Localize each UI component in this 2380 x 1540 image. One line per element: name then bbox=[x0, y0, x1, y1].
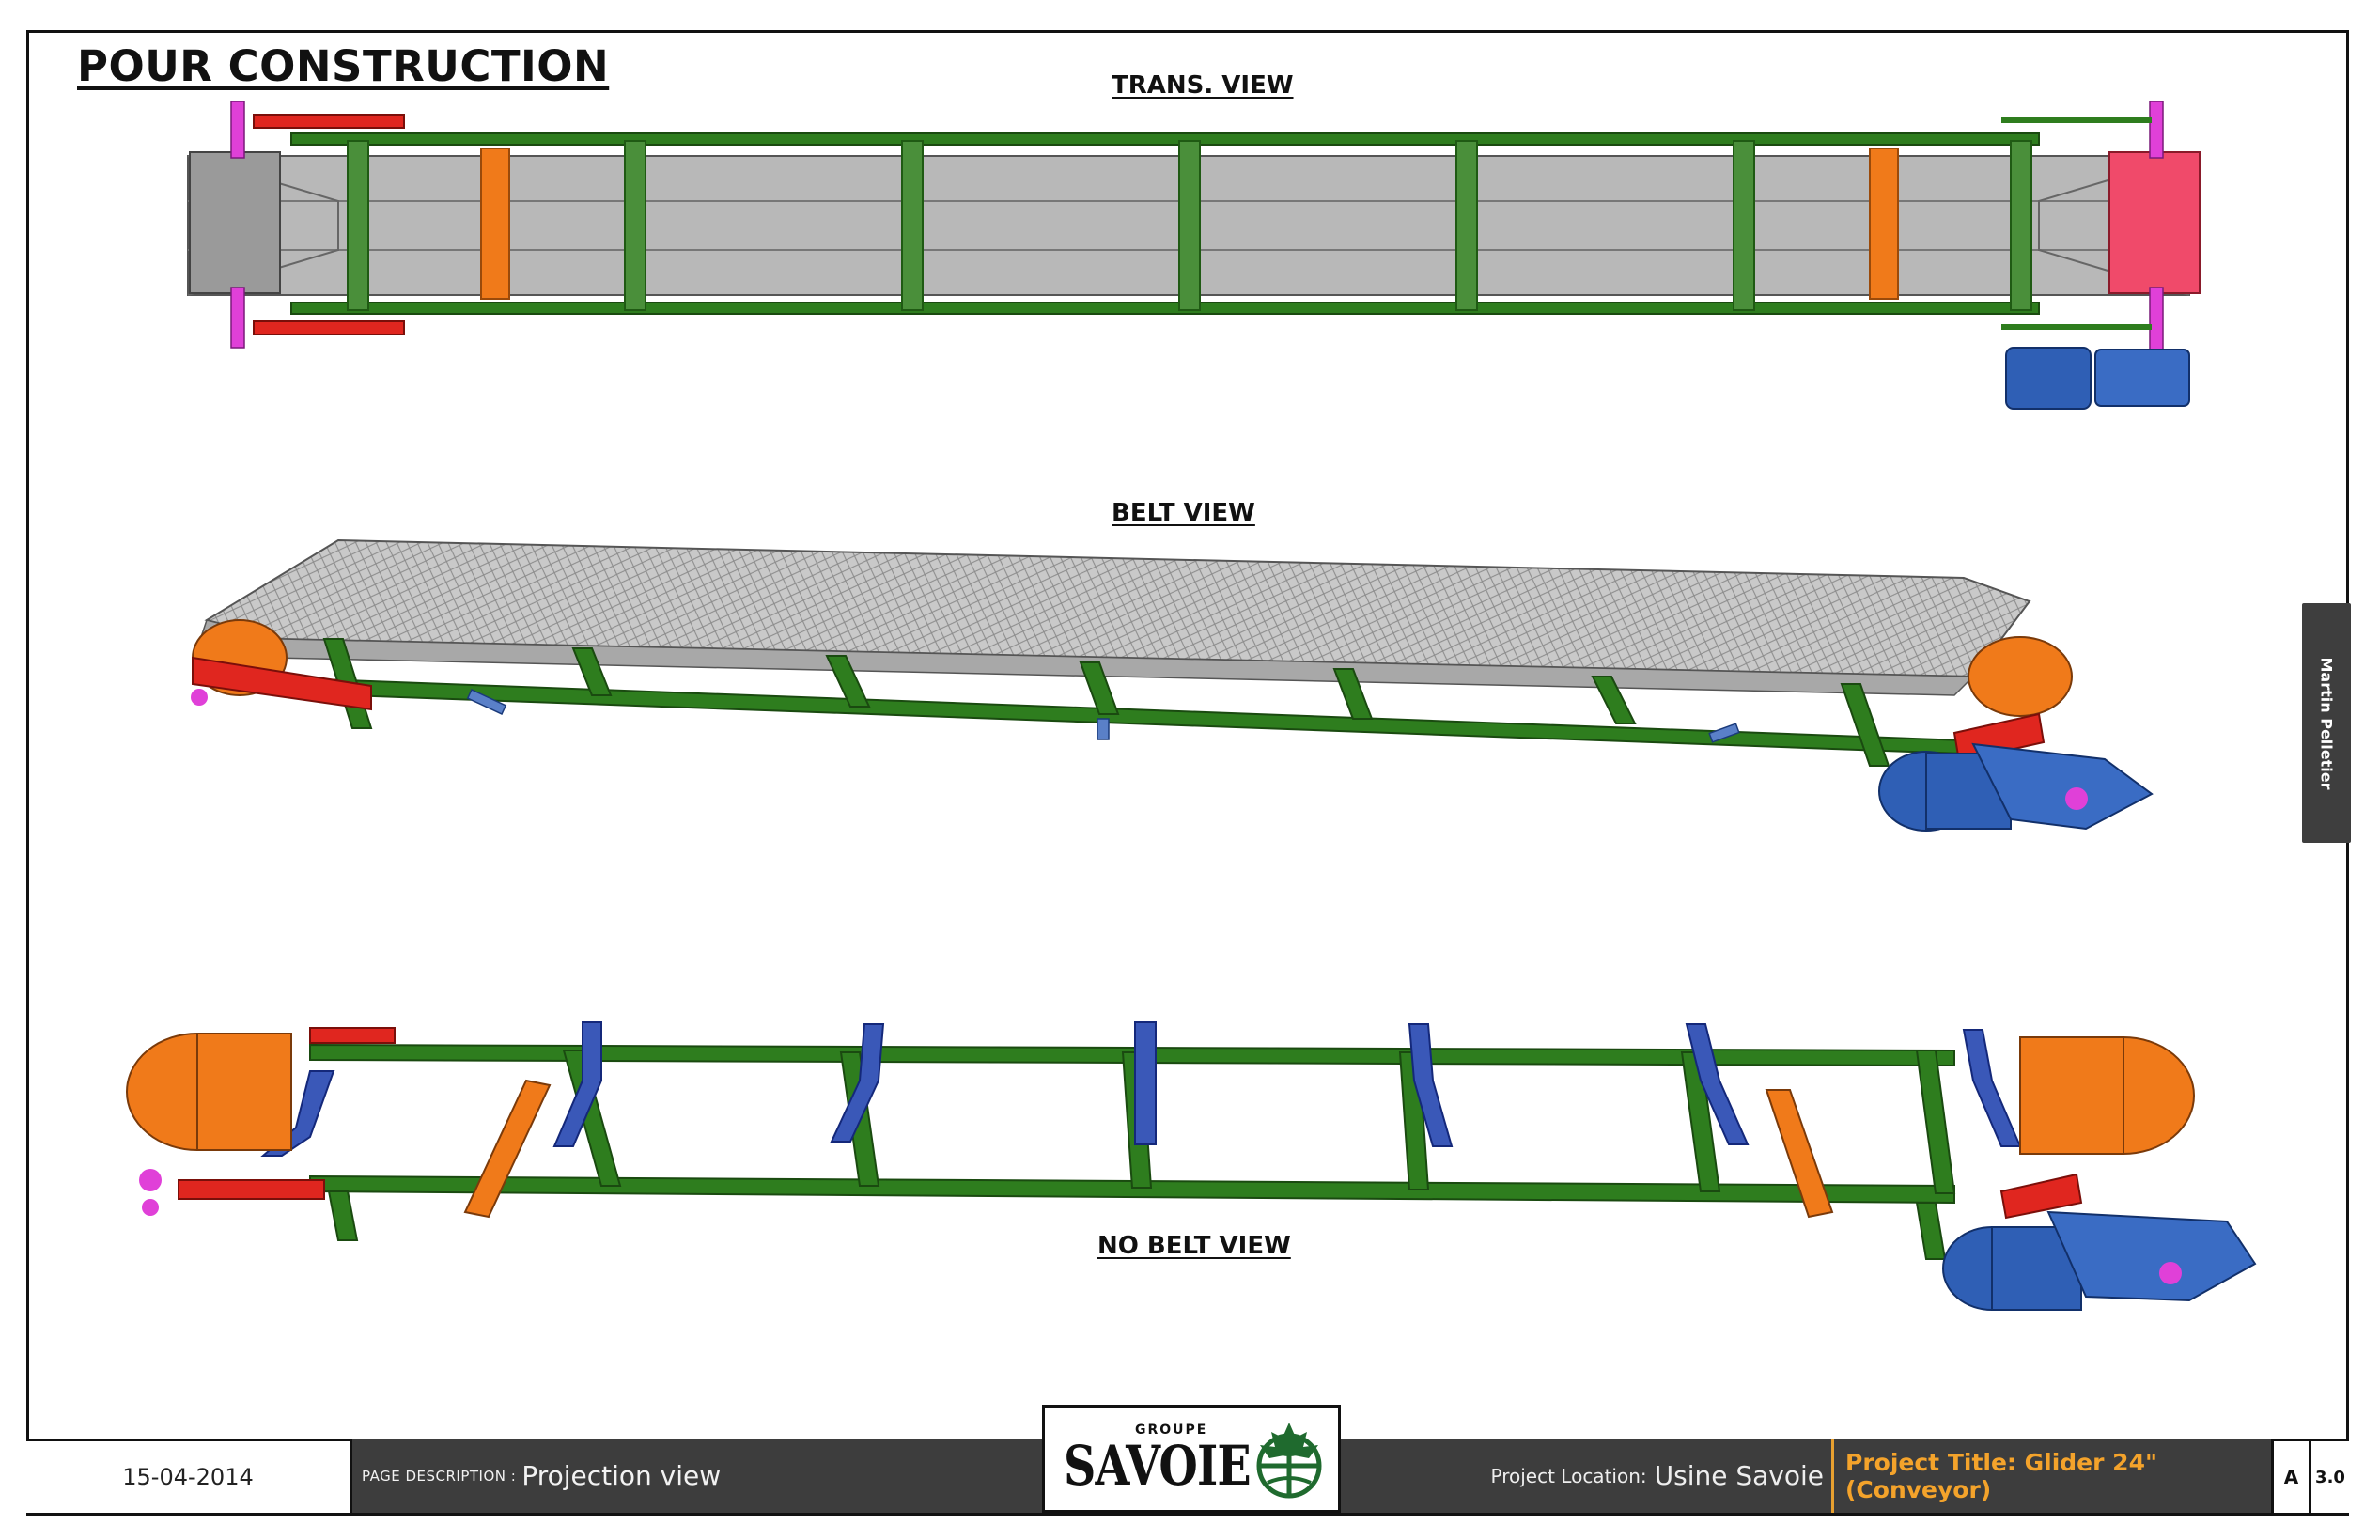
page-description-value: Projection view bbox=[521, 1460, 722, 1491]
belt-view-drive bbox=[1878, 742, 2154, 832]
project-location-label: Project Location: bbox=[1490, 1464, 1647, 1487]
no-belt-view-label: NO BELT VIEW bbox=[1097, 1232, 1291, 1260]
tail-takeup-top bbox=[253, 114, 405, 129]
page-description: PAGE DESCRIPTION : Projection view bbox=[352, 1439, 1068, 1513]
belt-view-label: BELT VIEW bbox=[1112, 499, 1255, 527]
trans-motor bbox=[2005, 347, 2092, 410]
tail-pulley bbox=[189, 151, 281, 294]
bottom-side-rail bbox=[290, 302, 2040, 315]
logo-savoie-text: SAVOIE bbox=[1064, 1434, 1252, 1498]
no-belt-return-roller-left bbox=[463, 1079, 552, 1219]
project-title: Project Title: Glider 24"(Conveyor) bbox=[1831, 1439, 2300, 1513]
return-roller-left bbox=[480, 148, 510, 300]
project-location-value: Usine Savoie bbox=[1654, 1460, 1824, 1491]
trans-gearbox bbox=[2094, 349, 2190, 407]
belt-view-drawing bbox=[191, 538, 2154, 832]
logo-groupe-text: GROUPE bbox=[1135, 1423, 1208, 1438]
head-pulley bbox=[2108, 151, 2201, 294]
trans-view-drawing bbox=[187, 101, 2201, 410]
revision-cell: A bbox=[2271, 1439, 2309, 1513]
version-cell: 3.0 bbox=[2309, 1439, 2349, 1513]
project-location: Project Location: Usine Savoie bbox=[1341, 1439, 1831, 1513]
belt-view-head-pulley bbox=[1968, 636, 2073, 717]
no-belt-return-roller-right bbox=[1765, 1089, 1834, 1219]
no-belt-view-drawing bbox=[126, 1021, 2257, 1311]
author-side-tab[interactable]: Martin Pelletier bbox=[2302, 603, 2351, 843]
maple-globe-icon bbox=[1256, 1423, 1322, 1499]
conveyor-drawings bbox=[126, 101, 2257, 1311]
title-block: 15-04-2014 PAGE DESCRIPTION : Projection… bbox=[26, 1405, 2349, 1516]
company-logo: GROUPE SAVOIE bbox=[1042, 1405, 1341, 1513]
trans-view-label: TRANS. VIEW bbox=[1112, 71, 1294, 100]
page-description-label: PAGE DESCRIPTION : bbox=[362, 1467, 517, 1485]
no-belt-view-drive bbox=[1942, 1210, 2257, 1311]
drawing-date: 15-04-2014 bbox=[26, 1439, 352, 1513]
return-roller-right bbox=[1869, 148, 1899, 300]
tail-takeup-bottom bbox=[253, 320, 405, 335]
top-side-rail bbox=[290, 132, 2040, 146]
construction-stamp: POUR CONSTRUCTION bbox=[77, 41, 610, 91]
